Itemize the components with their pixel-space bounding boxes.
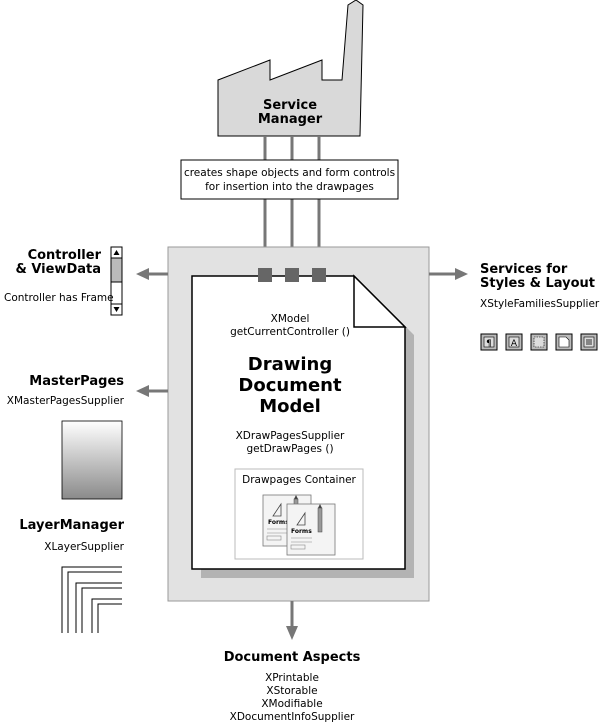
svg-text:A: A [511,339,518,349]
services-title-line1: Services for [480,262,568,277]
drawpages-container-title: Drawpages Container [242,474,356,486]
creates-box-line1: creates shape objects and form controls [183,167,396,179]
aspect-item: XStorable [266,685,318,697]
numbering-style-icon [580,333,598,351]
document-title-line1: Drawing [247,354,333,375]
drawpages-supplier-label: XDrawPagesSupplier [235,430,345,442]
aspect-item: XPrintable [265,672,319,684]
document-title-line2: Document [238,375,342,396]
controller-text: Controller has Frame [4,292,114,304]
controller-title-line2: & ViewData [15,262,101,277]
masterpage-icon [61,420,123,500]
creates-box-line2: for insertion into the drawpages [205,181,374,193]
aspect-item: XModifiable [261,698,323,710]
arrow-right-services [429,268,468,280]
connector-port-2 [285,268,299,282]
masterpages-text: XMasterPagesSupplier [6,395,124,407]
xmodel-label: XModel [270,313,310,325]
controller-title-line1: Controller [27,248,101,263]
masterpages-title: MasterPages [29,374,124,389]
arrow-down-aspects [286,601,298,640]
services-title-line2: Styles & Layout [480,276,595,291]
drawpage-icon-2: Forms [286,503,336,556]
layer-icon [61,566,122,633]
services-text: XStyleFamiliesSupplier [480,298,600,310]
document-title-line3: Model [259,396,321,417]
style-icons: ¶ A [480,333,598,351]
arrow-left-controller [136,268,168,280]
aspect-item: XDocumentInfoSupplier [229,711,355,723]
paragraph-style-icon: ¶ [480,333,498,351]
arrow-left-masterpages [136,385,168,397]
connector-port-3 [312,268,326,282]
factory-icon [217,0,364,137]
svg-text:Forms: Forms [291,528,312,535]
connector-port-1 [258,268,272,282]
layermanager-title: LayerManager [19,518,124,533]
get-drawpages-label: getDrawPages () [246,443,334,455]
scrollbar-icon [110,246,123,316]
svg-text:¶: ¶ [486,339,492,349]
get-controller-label: getCurrentController () [230,326,350,338]
page-fold [353,274,407,328]
svg-text:Forms: Forms [268,519,289,526]
service-manager-title-line2: Manager [257,112,323,127]
character-style-icon: A [505,333,523,351]
frame-style-icon [530,333,548,351]
page-style-icon [555,333,573,351]
document-aspects-title: Document Aspects [223,650,361,665]
service-manager-title-line1: Service [262,98,318,113]
creates-box [180,159,399,200]
layermanager-text: XLayerSupplier [44,541,124,553]
